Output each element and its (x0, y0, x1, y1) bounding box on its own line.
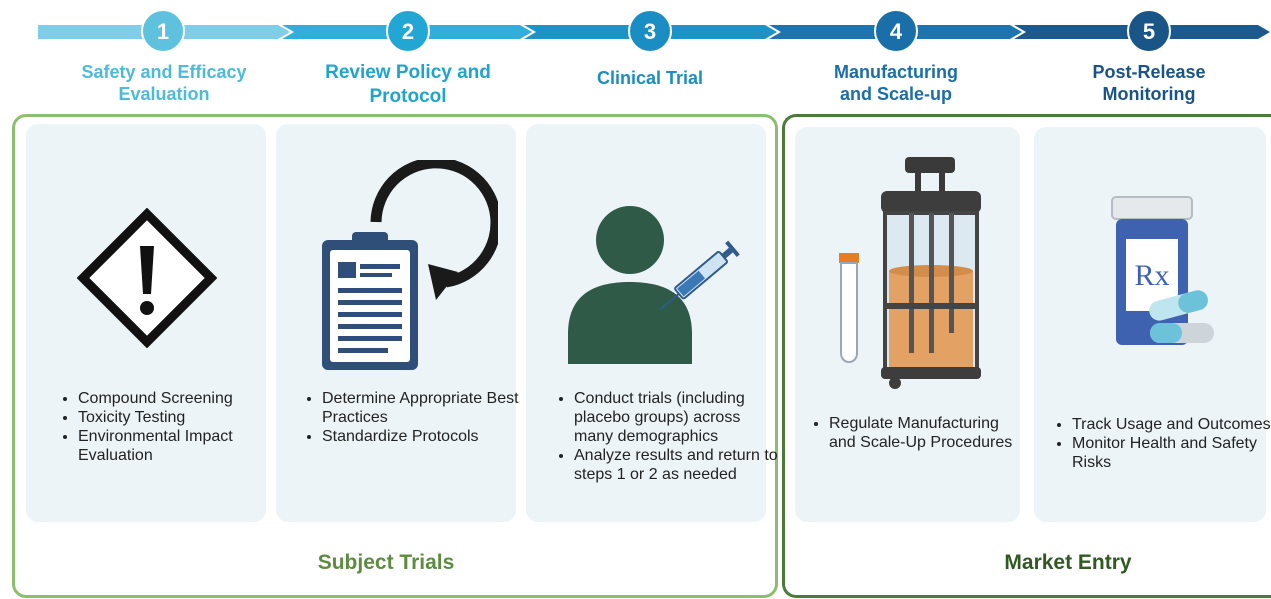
step-3-badge (628, 9, 672, 53)
card-4-bullets: Regulate Manufacturing and Scale-Up Proc… (811, 414, 1029, 452)
card-manufacturing: Regulate Manufacturing and Scale-Up Proc… (795, 127, 1020, 522)
market-entry-label: Market Entry (1004, 551, 1132, 574)
step-2-title-line-2: Protocol (369, 86, 447, 107)
step-2-badge (386, 9, 430, 53)
list-item: Determine Appropriate Best Practices (322, 389, 527, 427)
list-item: Compound Screening (78, 389, 278, 408)
step-5-title-line-1: Post-Release (1092, 62, 1206, 82)
step-1-badge (141, 9, 185, 53)
list-item: Conduct trials (including placebo groups… (574, 389, 779, 446)
card-1-bullets: Compound Screening Toxicity Testing Envi… (60, 389, 278, 465)
step-1-title-line-1: Safety and Efficacy (81, 62, 247, 82)
step-5-number: 5 (1143, 19, 1155, 44)
card-3-bullets: Conduct trials (including placebo groups… (556, 389, 779, 484)
step-1-title: Safety and Efficacy Evaluation (58, 61, 270, 105)
step-2-title: Review Policy and Protocol (298, 61, 518, 109)
step-4-badge (874, 9, 918, 53)
card-2-bullets: Determine Appropriate Best Practices Sta… (304, 389, 527, 446)
step-3-title-line-1: Clinical Trial (596, 68, 704, 88)
card-clinical-trial: Conduct trials (including placebo groups… (526, 124, 778, 522)
card-review-policy: Determine Appropriate Best Practices Sta… (276, 124, 519, 522)
step-1-number: 1 (157, 19, 169, 44)
step-3-number: 3 (644, 19, 656, 44)
card-post-release: Rx Track Usage and Outcomes Monitor Heal… (1034, 127, 1271, 522)
step-4-title-line-2: and Scale-up (839, 84, 953, 104)
step-4-title: Manufacturing and Scale-up (796, 61, 996, 105)
step-1-title-line-2: Evaluation (118, 84, 210, 104)
list-item: Environmental Impact Evaluation (78, 427, 278, 465)
list-item: Toxicity Testing (78, 408, 278, 427)
step-2-number: 2 (402, 19, 414, 44)
rx-label: Rx (1134, 259, 1169, 292)
step-5-title: Post-Release Monitoring (1049, 61, 1249, 105)
bioreactor-icon (839, 157, 981, 389)
clipboard-cycle-icon (322, 160, 498, 370)
step-2-title-line-1: Review Policy and (325, 62, 491, 83)
patient-syringe-icon (568, 206, 740, 364)
prescription-bottle-icon: Rx (1111, 196, 1214, 345)
hazard-warning-icon (77, 208, 217, 348)
step-5-badge (1127, 9, 1171, 53)
step-4-title-line-1: Manufacturing (834, 62, 958, 82)
subject-trials-label: Subject Trials (317, 551, 455, 574)
list-item: Standardize Protocols (322, 427, 527, 446)
card-safety-efficacy: Compound Screening Toxicity Testing Envi… (26, 124, 266, 522)
process-arrow-bar: 1 2 3 4 5 (38, 9, 1270, 53)
step-5-title-line-2: Monitoring (1102, 84, 1196, 104)
list-item: Track Usage and Outcomes (1072, 415, 1271, 434)
step-4-number: 4 (890, 19, 903, 44)
step-3-title: Clinical Trial (545, 67, 755, 89)
card-5-bullets: Track Usage and Outcomes Monitor Health … (1054, 415, 1271, 472)
list-item: Regulate Manufacturing and Scale-Up Proc… (829, 414, 1029, 452)
list-item: Monitor Health and Safety Risks (1072, 434, 1271, 472)
list-item: Analyze results and return to steps 1 or… (574, 446, 779, 484)
